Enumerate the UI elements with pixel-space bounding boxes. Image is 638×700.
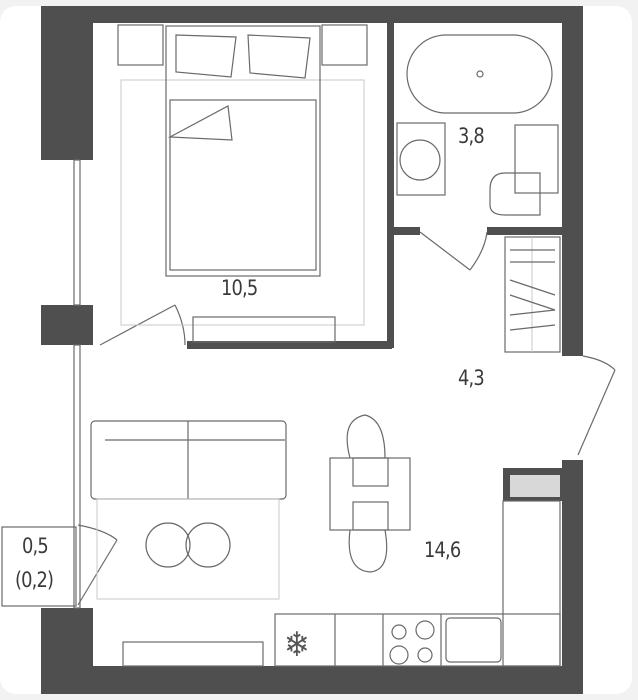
nightstand-left bbox=[117, 24, 164, 66]
kitchen-unit bbox=[274, 500, 561, 667]
bathroom-sink bbox=[514, 124, 559, 194]
sofa bbox=[90, 420, 287, 500]
hallway-area-label: 4,3 bbox=[458, 366, 485, 390]
coffee-table-2 bbox=[185, 522, 231, 568]
fridge-snowflake-icon: ❄ bbox=[284, 625, 310, 665]
rug bbox=[96, 498, 280, 600]
balcony bbox=[1, 526, 77, 607]
bed bbox=[120, 25, 365, 326]
tv-stand bbox=[122, 641, 264, 667]
washing-machine bbox=[396, 122, 446, 196]
washing-machine-drum bbox=[399, 139, 441, 181]
kitchen-sink bbox=[445, 617, 502, 663]
wardrobe bbox=[504, 236, 561, 353]
dining-table bbox=[329, 414, 411, 573]
toilet bbox=[489, 172, 541, 216]
coffee-table bbox=[145, 522, 191, 568]
bedroom-tv-stand bbox=[192, 316, 336, 343]
nightstand-right bbox=[321, 24, 368, 66]
balcony-reduced-area-label: (0,2) bbox=[15, 568, 54, 592]
living-kitchen-area-label: 14,6 bbox=[424, 538, 461, 562]
bedroom-area-label: 10,5 bbox=[221, 276, 258, 300]
bathroom-area-label: 3,8 bbox=[458, 124, 485, 148]
walls bbox=[41, 6, 583, 694]
bathtub bbox=[406, 34, 553, 114]
balcony-area-label: 0,5 bbox=[22, 534, 49, 558]
windows bbox=[73, 159, 81, 609]
